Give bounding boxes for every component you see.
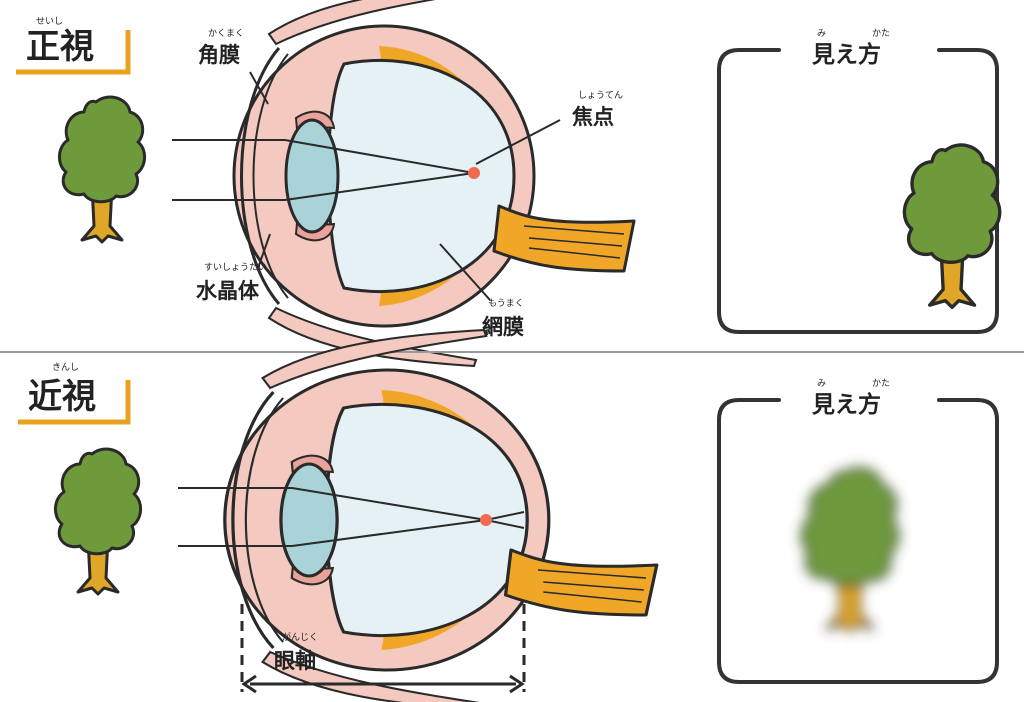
label-ruby-cornea: かくまく xyxy=(208,28,244,39)
eye-myopia xyxy=(223,328,659,702)
title-underline-myopia xyxy=(18,380,131,425)
tree-view-clear xyxy=(902,143,1002,310)
label-ruby-lens: すいしょうたい xyxy=(204,262,267,273)
tree-object-bottom xyxy=(53,447,143,596)
view-ruby-mi-bottom: み xyxy=(817,378,826,389)
ray-top-refracted xyxy=(284,139,475,174)
title-ruby-myopia: きんし xyxy=(52,362,79,373)
ray-bottom-refracted xyxy=(284,172,475,201)
view-title-top: 見え方 xyxy=(812,41,881,68)
title-underline xyxy=(16,30,131,75)
label-ruby-focus: しょうてん xyxy=(578,90,623,101)
view-title-bottom: 見え方 xyxy=(812,391,881,418)
view-ruby-mi-top: み xyxy=(817,28,826,39)
view-ruby-kata-top: かた xyxy=(872,28,890,39)
tree-view-blurred xyxy=(800,466,900,633)
title-myopia: 近視 xyxy=(28,377,96,417)
title-ruby-emmetropia: せいし xyxy=(36,16,63,27)
title-emmetropia: 正視 xyxy=(26,27,94,67)
label-cornea: 角膜 xyxy=(198,43,240,67)
label-focus: 焦点 xyxy=(571,105,614,129)
eye-emmetropia xyxy=(232,0,636,368)
focal-point xyxy=(468,167,480,179)
view-ruby-kata-bottom: かた xyxy=(872,378,890,389)
label-retina: 網膜 xyxy=(482,315,524,339)
label-ruby-retina: もうまく xyxy=(488,298,524,309)
label-lens: 水晶体 xyxy=(196,279,260,303)
label-axis: 眼軸 xyxy=(274,649,316,673)
focal-point-myopia xyxy=(480,514,492,526)
tree-object-top xyxy=(57,95,147,244)
label-ruby-axis: がんじく xyxy=(282,631,318,643)
